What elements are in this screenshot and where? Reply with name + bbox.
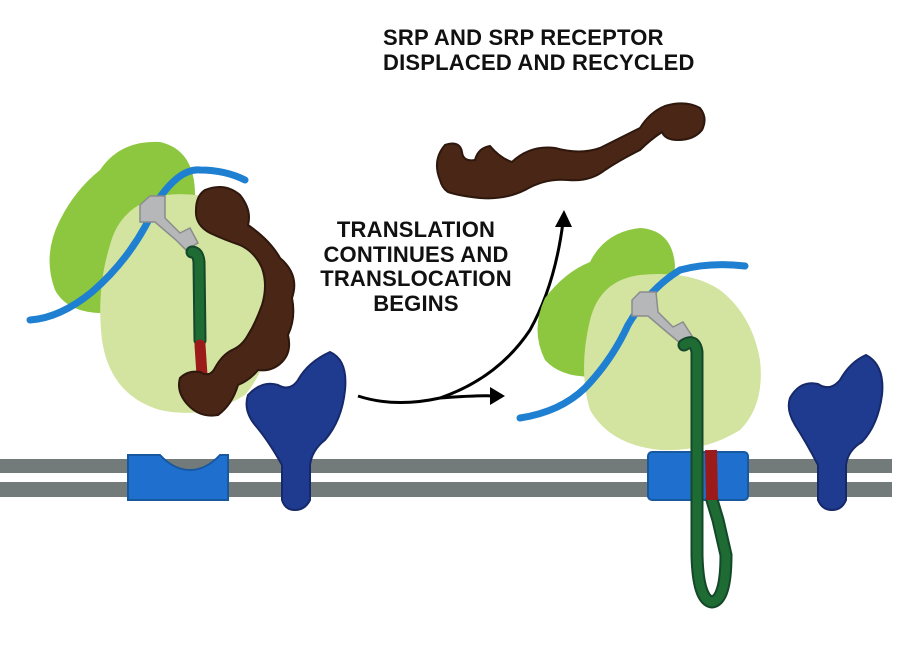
srp-displaced-label: SRP AND SRP RECEPTOR DISPLACED AND RECYC…	[383, 25, 695, 75]
arrowhead-up	[555, 210, 572, 227]
nascent-chain-right	[677, 336, 733, 609]
srp-receptor-right	[787, 353, 884, 512]
arrowhead-right	[490, 387, 505, 405]
translation-line-4: BEGINS	[373, 290, 459, 316]
translation-line-3: TRANSLOCATION	[320, 266, 512, 292]
translocon-closed	[127, 454, 229, 501]
srp-bound	[178, 185, 296, 417]
process-arrow	[357, 210, 572, 405]
signal-sequence-right	[705, 449, 718, 501]
srp-displaced-line-1: SRP AND SRP RECEPTOR	[383, 25, 664, 50]
mrna-strand-right	[516, 261, 749, 422]
srp-displaced-line-2: DISPLACED AND RECYCLED	[383, 49, 695, 75]
translation-continues-label: TRANSLATION CONTINUES AND TRANSLOCATION …	[296, 217, 536, 317]
srp-receptor-left	[245, 350, 347, 512]
srp-free	[435, 102, 706, 200]
translation-line-1: TRANSLATION	[336, 217, 496, 242]
translation-line-2: CONTINUES AND	[323, 241, 509, 267]
